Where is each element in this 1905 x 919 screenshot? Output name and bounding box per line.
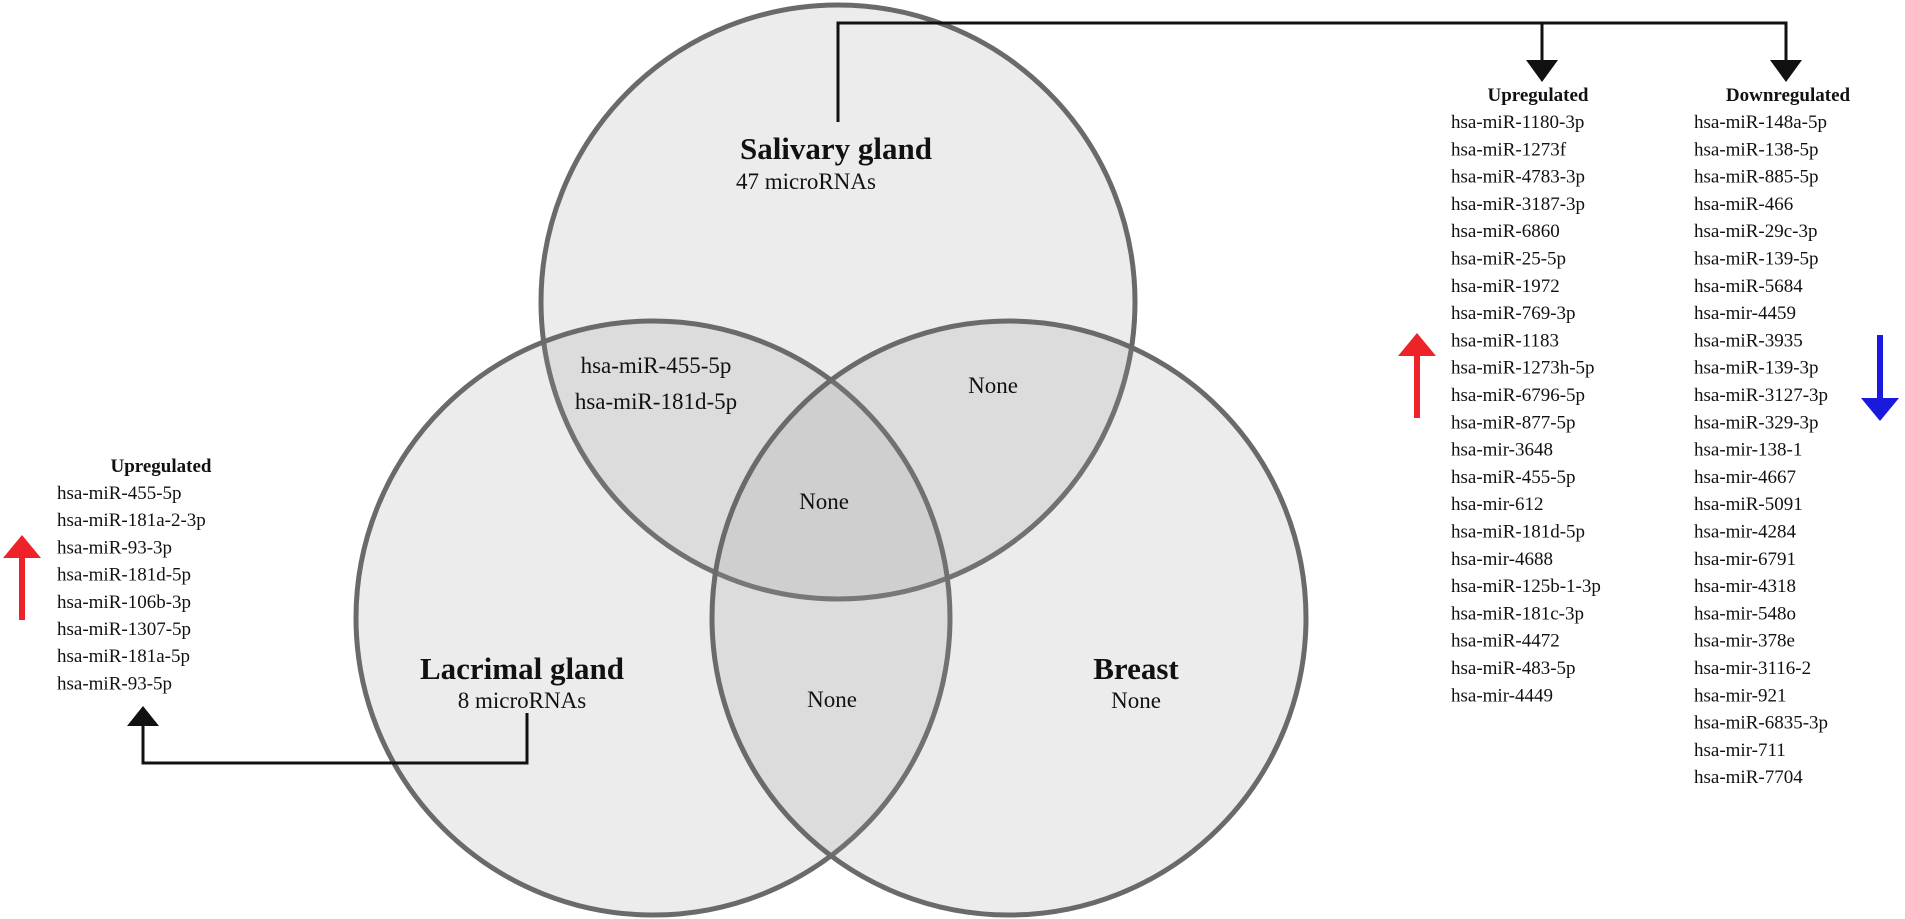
mirna-list-item: hsa-miR-6835-3p xyxy=(1694,713,1828,734)
mirna-list-item: hsa-miR-329-3p xyxy=(1694,412,1819,433)
salivary-lacrimal-intersection-item: hsa-miR-181d-5p xyxy=(575,389,737,414)
mirna-list-item: hsa-mir-4318 xyxy=(1694,576,1796,597)
mirna-list-item: hsa-miR-769-3p xyxy=(1451,303,1576,324)
lacrimal-up-arrow xyxy=(3,535,41,620)
mirna-list-item: hsa-miR-3187-3p xyxy=(1451,194,1585,215)
mirna-list-item: hsa-miR-1972 xyxy=(1451,276,1560,297)
lacrimal-pointer xyxy=(127,706,159,726)
lacrimal-list: hsa-miR-455-5p hsa-miR-181a-2-3p hsa-miR-9… xyxy=(57,483,206,694)
mirna-list-item: hsa-mir-6791 xyxy=(1694,549,1796,570)
lacrimal-gland-circle xyxy=(353,318,953,918)
mirna-list-item: hsa-miR-483-5p xyxy=(1451,658,1576,679)
mirna-list-item: hsa-miR-877-5p xyxy=(1451,412,1576,433)
salivary-up-pointer xyxy=(1526,60,1558,82)
mirna-list-item: hsa-mir-548o xyxy=(1694,603,1796,624)
mirna-list-item: hsa-miR-1273f xyxy=(1451,139,1567,160)
salivary-down-heading: Downregulated xyxy=(1726,85,1851,106)
mirna-list-item: hsa-miR-139-5p xyxy=(1694,249,1819,270)
salivary-lacrimal-intersection-item: hsa-miR-455-5p xyxy=(581,353,732,378)
mirna-list-item: hsa-miR-1183 xyxy=(1451,330,1559,351)
mirna-list-item: hsa-miR-3935 xyxy=(1694,330,1803,351)
mirna-list-item: hsa-mir-3648 xyxy=(1451,440,1553,461)
mirna-list-item: hsa-mir-711 xyxy=(1694,740,1786,761)
mirna-list-item: hsa-mir-612 xyxy=(1451,494,1544,515)
mirna-list-item: hsa-mir-4284 xyxy=(1694,522,1796,543)
mirna-list-item: hsa-miR-181a-5p xyxy=(57,646,190,667)
mirna-list-item: hsa-miR-4783-3p xyxy=(1451,167,1585,188)
salivary-gland-title: Salivary gland xyxy=(740,131,932,166)
salivary-up-list: hsa-miR-1180-3p hsa-miR-1273f hsa-miR-4783… xyxy=(1451,112,1601,706)
mirna-list-item: hsa-mir-138-1 xyxy=(1694,440,1802,461)
mirna-list-item: hsa-miR-4472 xyxy=(1451,631,1560,652)
mirna-list-item: hsa-mir-4449 xyxy=(1451,685,1553,706)
mirna-list-item: hsa-miR-455-5p xyxy=(57,483,182,504)
mirna-list-item: hsa-miR-6796-5p xyxy=(1451,385,1585,406)
mirna-list-item: hsa-miR-5684 xyxy=(1694,276,1803,297)
mirna-list-item: hsa-miR-1180-3p xyxy=(1451,112,1584,133)
mirna-list-item: hsa-miR-138-5p xyxy=(1694,139,1819,160)
mirna-list-item: hsa-miR-7704 xyxy=(1694,767,1803,788)
breast-title: Breast xyxy=(1093,651,1179,686)
mirna-list-item: hsa-miR-181d-5p xyxy=(57,565,191,586)
salivary-gland-circle xyxy=(538,2,1138,602)
salivary-up-arrow xyxy=(1398,333,1436,418)
mirna-list-item: hsa-miR-29c-3p xyxy=(1694,221,1817,242)
mirna-list-item: hsa-miR-125b-1-3p xyxy=(1451,576,1601,597)
mirna-list-item: hsa-miR-106b-3p xyxy=(57,592,191,613)
mirna-list-item: hsa-miR-148a-5p xyxy=(1694,112,1827,133)
lacrimal-gland-title: Lacrimal gland xyxy=(420,651,624,686)
mirna-list-item: hsa-mir-4459 xyxy=(1694,303,1796,324)
mirna-list-item: hsa-mir-378e xyxy=(1694,631,1795,652)
mirna-list-item: hsa-mir-921 xyxy=(1694,685,1787,706)
mirna-list-item: hsa-miR-181d-5p xyxy=(1451,522,1585,543)
mirna-list-item: hsa-miR-181c-3p xyxy=(1451,603,1584,624)
mirna-list-item: hsa-miR-455-5p xyxy=(1451,467,1576,488)
salivary-down-arrow xyxy=(1861,335,1899,421)
salivary-breast-intersection: None xyxy=(968,373,1018,398)
salivary-up-heading: Upregulated xyxy=(1488,85,1589,106)
mirna-list-item: hsa-miR-6860 xyxy=(1451,221,1560,242)
lacrimal-gland-count: 8 microRNAs xyxy=(458,688,586,713)
salivary-down-pointer xyxy=(1770,60,1802,82)
mirna-list-item: hsa-mir-4688 xyxy=(1451,549,1553,570)
mirna-list-item: hsa-miR-139-3p xyxy=(1694,358,1819,379)
salivary-connector-line xyxy=(836,21,1788,122)
breast-circle xyxy=(709,318,1309,918)
mirna-list-item: hsa-miR-93-3p xyxy=(57,537,172,558)
mirna-list-item: hsa-mir-3116-2 xyxy=(1694,658,1811,679)
mirna-list-item: hsa-miR-181a-2-3p xyxy=(57,510,206,531)
mirna-list-item: hsa-miR-885-5p xyxy=(1694,167,1819,188)
mirna-list-item: hsa-miR-5091 xyxy=(1694,494,1803,515)
mirna-list-item: hsa-mir-4667 xyxy=(1694,467,1796,488)
lacrimal-breast-intersection: None xyxy=(807,687,857,712)
mirna-list-item: hsa-miR-1307-5p xyxy=(57,619,191,640)
lacrimal-list-heading: Upregulated xyxy=(111,456,212,477)
mirna-list-item: hsa-miR-1273h-5p xyxy=(1451,358,1595,379)
breast-count: None xyxy=(1111,688,1161,713)
salivary-gland-count: 47 microRNAs xyxy=(736,169,876,194)
lacrimal-connector-line xyxy=(141,713,529,765)
mirna-list-item: hsa-miR-466 xyxy=(1694,194,1793,215)
mirna-list-item: hsa-miR-25-5p xyxy=(1451,249,1566,270)
salivary-down-list: hsa-miR-148a-5p hsa-miR-138-5p hsa-miR-885… xyxy=(1694,112,1828,788)
mirna-list-item: hsa-miR-3127-3p xyxy=(1694,385,1828,406)
mirna-list-item: hsa-miR-93-5p xyxy=(57,673,172,694)
all-three-intersection: None xyxy=(799,489,849,514)
